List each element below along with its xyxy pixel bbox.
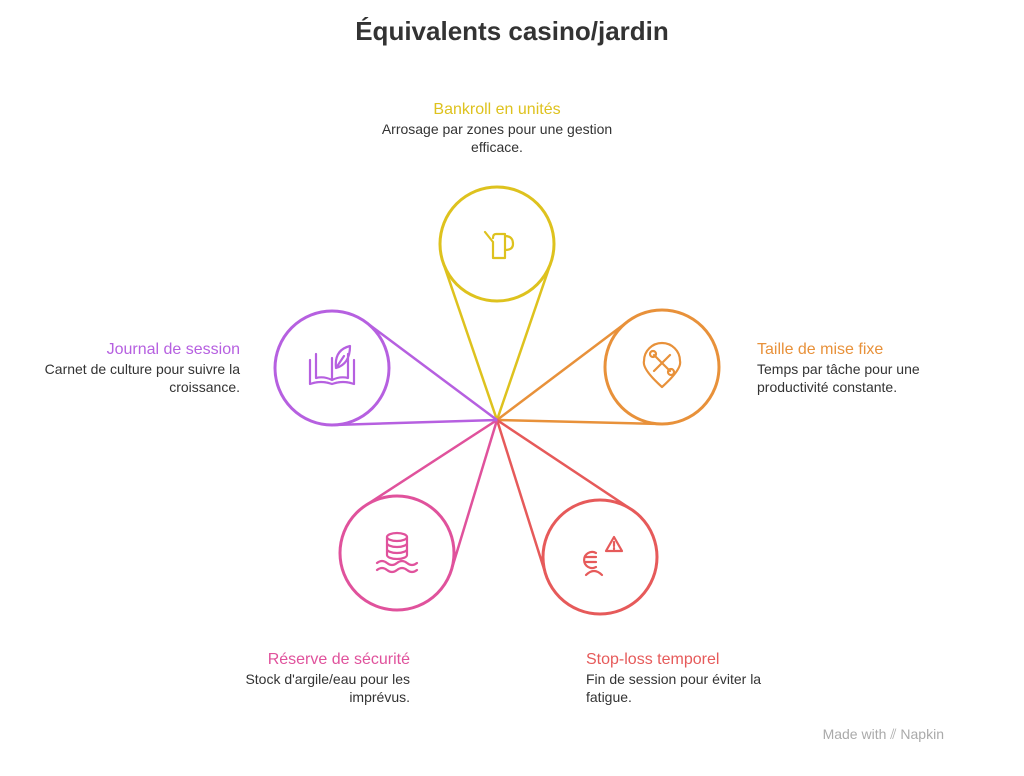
label-desc: Fin de session pour éviter la fatigue. xyxy=(586,671,762,705)
label-mise: Taille de mise fixe Temps par tâche pour… xyxy=(757,340,957,396)
node-circle xyxy=(541,498,659,616)
made-with: Made with xyxy=(822,726,887,742)
connector-line xyxy=(495,419,547,575)
label-title: Stop-loss temporel xyxy=(586,651,720,668)
connector-line xyxy=(496,418,661,426)
connector-line xyxy=(365,321,498,422)
label-reserve: Réserve de sécurité Stock d'argile/eau p… xyxy=(220,650,410,706)
page-title: Équivalents casino/jardin xyxy=(355,16,669,46)
label-bankroll: Bankroll en unités Arrosage par zones po… xyxy=(380,100,614,156)
tools-location-icon xyxy=(642,341,682,389)
label-desc: Carnet de culture pour suivre la croissa… xyxy=(44,361,240,395)
connector-line xyxy=(333,418,498,427)
label-journal: Journal de session Carnet de culture pou… xyxy=(30,340,240,396)
footer: Made with ⫽ Napkin xyxy=(823,726,944,743)
label-desc: Stock d'argile/eau pour les imprévus. xyxy=(245,671,410,705)
connector-line xyxy=(441,262,499,421)
coins-water-icon xyxy=(375,531,419,574)
label-desc: Temps par tâche pour une productivité co… xyxy=(757,361,920,395)
label-title: Bankroll en unités xyxy=(433,101,561,118)
brand[interactable]: Napkin xyxy=(900,726,944,742)
connector-line xyxy=(495,262,553,421)
node-circle xyxy=(438,185,556,303)
euro-warning-icon xyxy=(583,535,624,577)
label-title: Journal de session xyxy=(106,341,240,358)
label-title: Taille de mise fixe xyxy=(757,341,884,358)
book-leaf-icon xyxy=(308,344,356,386)
connector-line xyxy=(365,418,498,507)
label-desc: Arrosage par zones pour une gestion effi… xyxy=(381,121,613,155)
connector-line xyxy=(496,320,629,421)
label-title: Réserve de sécurité xyxy=(267,651,410,668)
node-circle xyxy=(603,308,721,426)
connector-line xyxy=(450,419,499,570)
napkin-logo-icon: ⫽ xyxy=(890,726,897,742)
watering-can-icon xyxy=(483,230,515,260)
label-stoploss: Stop-loss temporel Fin de session pour é… xyxy=(586,650,786,706)
connector-line xyxy=(496,418,633,511)
